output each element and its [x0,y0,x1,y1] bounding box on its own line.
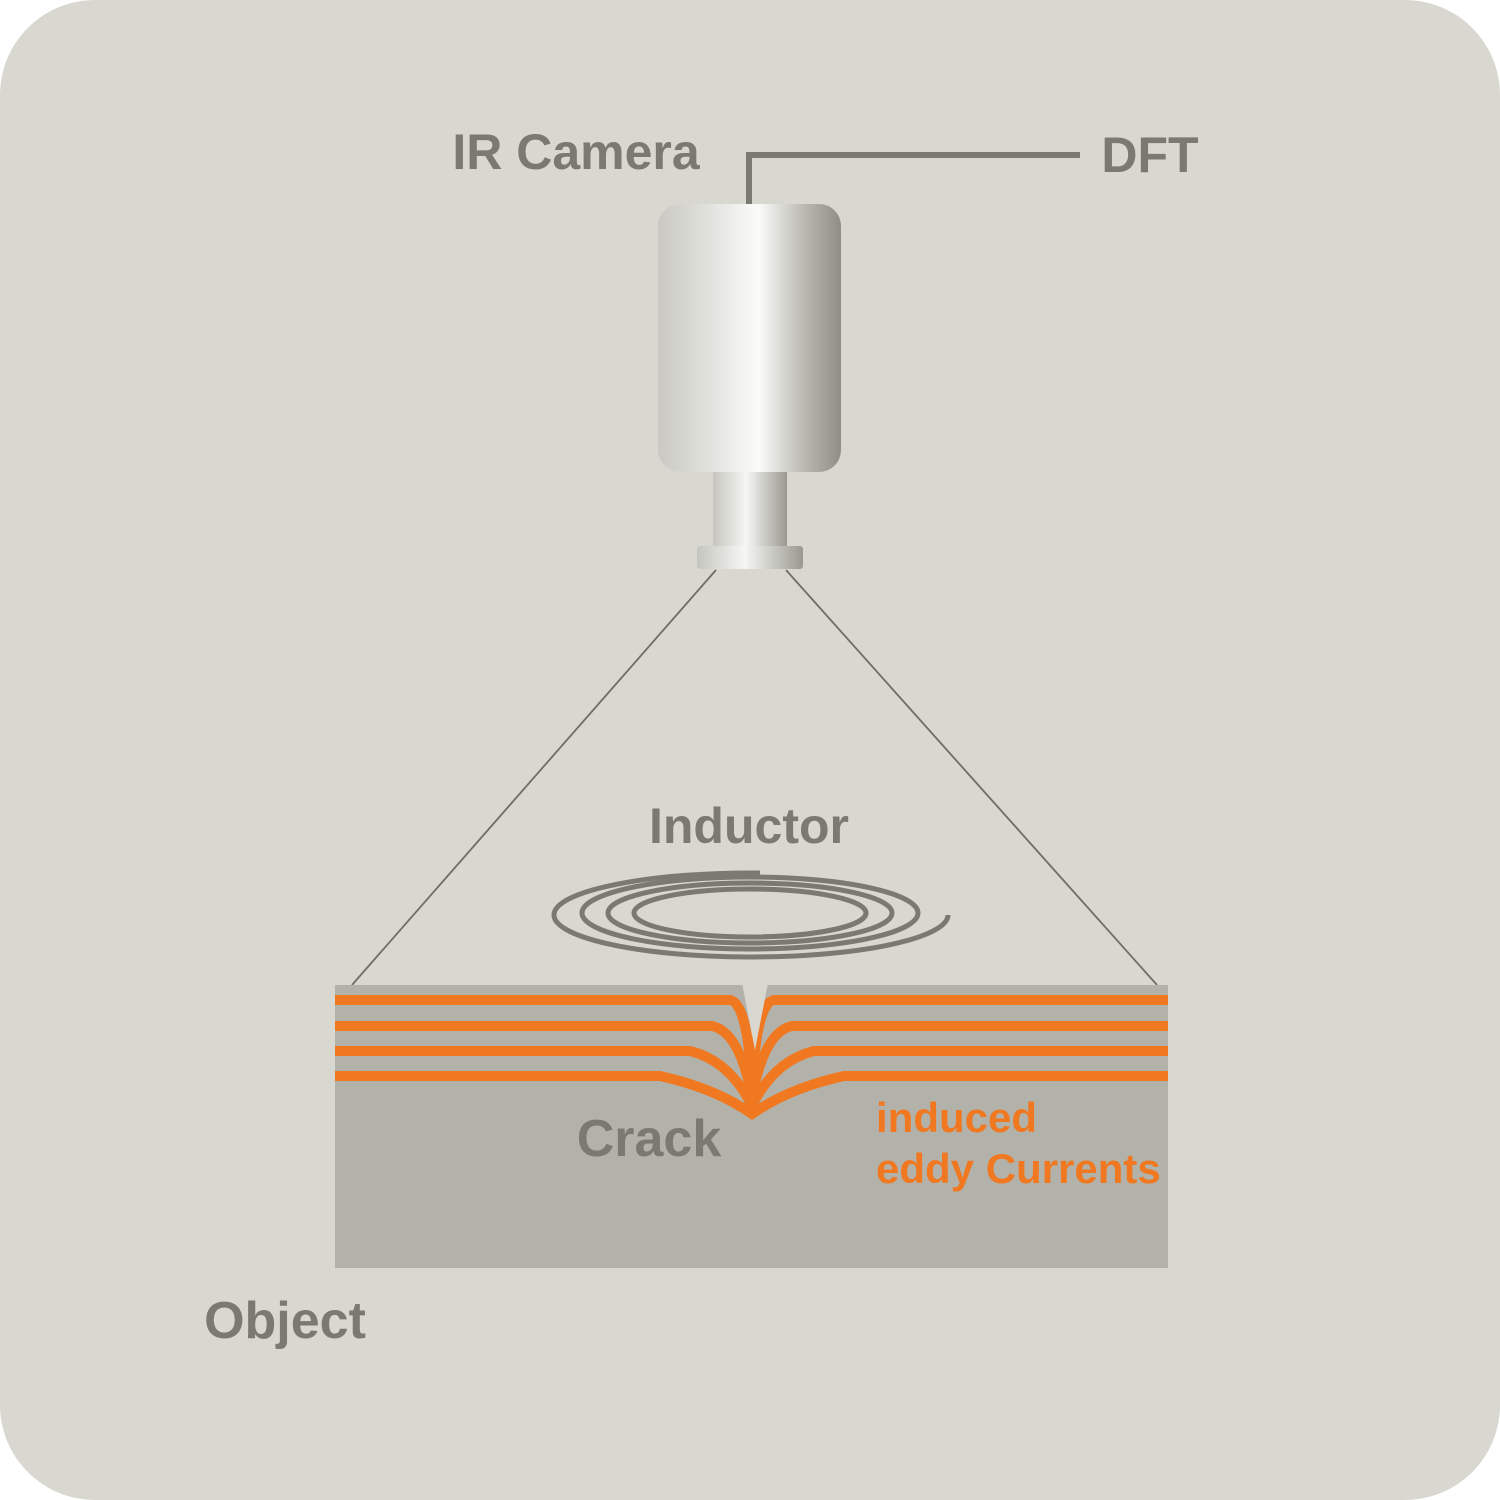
field-of-view-left-line [351,569,717,986]
crack-label: Crack [577,1110,722,1168]
inductor-coil-icon [551,870,951,960]
ir-camera-icon [658,204,841,569]
ir-camera-label: IR Camera [452,124,701,180]
inductor-label: Inductor [649,798,849,854]
camera-lens-ring [697,546,803,569]
camera-body [658,204,841,472]
camera-lens-barrel [713,472,787,550]
induced-eddy-currents-label-line1: induced [876,1094,1037,1141]
eddy-current-bands [335,995,1168,1121]
object-label: Object [204,1292,366,1350]
induced-eddy-currents-label-line2: eddy Currents [876,1145,1161,1192]
dft-cable [746,152,1080,206]
crack-notch [742,983,768,1050]
object-block [335,985,1168,1268]
field-of-view-right-line [785,569,1158,986]
dft-label: DFT [1101,127,1198,183]
